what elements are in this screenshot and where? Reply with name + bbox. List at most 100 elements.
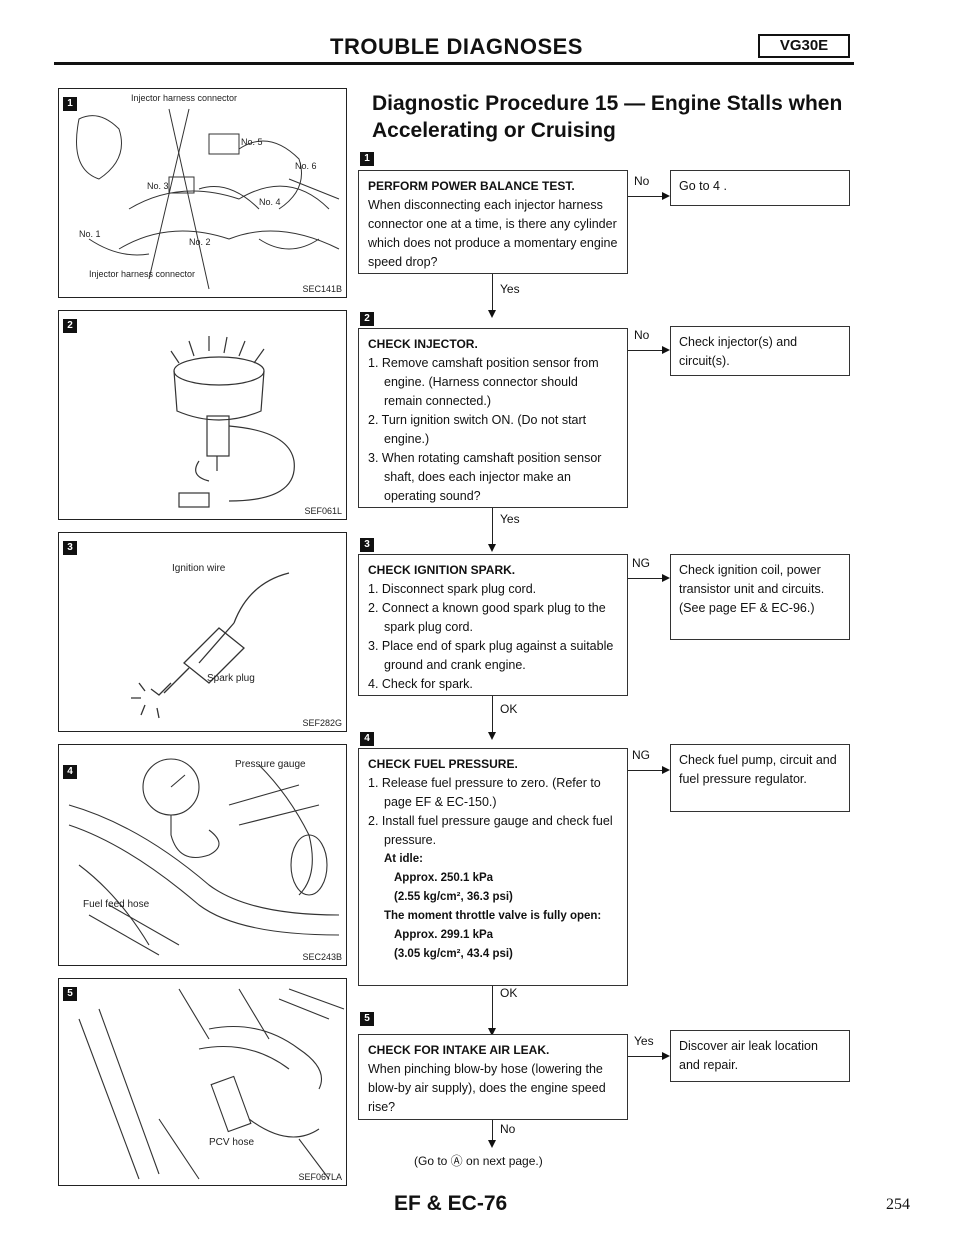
step-box-power-balance: PERFORM POWER BALANCE TEST. When disconn… [358,170,628,274]
side-arrow [662,346,670,354]
step-item: 3. Place end of spark plug against a sui… [368,639,614,672]
label-spark-plug: Spark plug [207,673,255,684]
figure-pcv-hose: 5 PCV hose SEF067LA [58,978,347,1186]
spark-plug-illustration [131,572,290,719]
side-label: NG [632,556,650,570]
side-label: No [634,328,650,342]
label-injector-harness-connector-top: Injector harness connector [131,93,238,103]
result-box: Go to 4 . [670,170,850,206]
result-box: Discover air leak location and repair. [670,1030,850,1082]
spec-heading-full-open: The moment throttle valve is fully open: [384,910,602,922]
fuel-pressure-illustration [68,758,340,956]
step-item: 3. When rotating camshaft position senso… [368,451,602,503]
side-connector [628,1056,662,1057]
down-arrow [488,1140,496,1148]
section-reference: EF & EC-76 [394,1192,508,1215]
spec-value-idle-kpa: Approx. 250.1 kPa [394,872,494,884]
figure-code: SEF061L [304,506,342,516]
figure-code: SEF067LA [298,1172,342,1182]
figure-camshaft-sensor: 2 SEF061L [58,310,347,520]
down-label: OK [500,986,518,1000]
figure-ignition-spark: 3 Ignition wire Spark plug SEF282G [58,532,347,732]
side-label: Yes [634,1034,654,1048]
step-marker: 5 [360,1012,374,1026]
step-heading: PERFORM POWER BALANCE TEST. [368,179,575,193]
injector-harness-illustration [76,108,340,290]
step-box-fuel-pressure: CHECK FUEL PRESSURE. 1. Release fuel pre… [358,748,628,986]
step-box-check-injector: CHECK INJECTOR. 1. Remove camshaft posit… [358,328,628,508]
side-label: No [634,174,650,188]
side-arrow [662,192,670,200]
down-arrow [488,310,496,318]
side-connector [628,196,662,197]
step-marker: 1 [360,152,374,166]
down-arrow [488,732,496,740]
side-connector [628,770,662,771]
figure-fuel-pressure: 4 Pressure gauge Fuel feed hose SEC243B [58,744,347,966]
page-number: 254 [886,1196,910,1213]
figure-code: SEF282G [302,718,342,728]
label-no-6: No. 6 [295,161,317,171]
side-arrow [662,1052,670,1060]
next-page-note: (Go to Ⓐ on next page.) [414,1154,543,1168]
step-item: 1. Release fuel pressure to zero. (Refer… [368,776,601,809]
result-box: Check injector(s) and circuit(s). [670,326,850,376]
down-connector [492,508,493,546]
spec-heading-idle: At idle: [384,853,423,865]
step-marker: 4 [360,732,374,746]
down-label: OK [500,702,518,716]
header-rule [54,62,854,65]
down-connector [492,1120,493,1142]
down-label: Yes [500,512,520,526]
step-box-ignition-spark: CHECK IGNITION SPARK. 1. Disconnect spar… [358,554,628,696]
label-no-3: No. 3 [147,181,169,191]
step-item: 1. Disconnect spark plug cord. [368,582,537,596]
step-heading: CHECK FUEL PRESSURE. [368,757,518,771]
down-arrow [488,1028,496,1036]
spec-value-full-kpa: Approx. 299.1 kPa [394,929,494,941]
figure-marker: 4 [63,765,77,779]
figure-injector-harness: 1 Injector harness connector No. 5 No. 6… [58,88,347,298]
figure-marker: 1 [63,97,77,111]
figure-marker: 5 [63,987,77,1001]
step-body: When disconnecting each injector harness… [368,198,618,269]
step-marker: 3 [360,538,374,552]
side-connector [628,578,662,579]
page-header-title: TROUBLE DIAGNOSES [330,34,583,59]
figure-marker: 3 [63,541,77,555]
figure-code: SEC243B [302,952,342,962]
down-connector [492,696,493,734]
label-injector-harness-connector-bottom: Injector harness connector [89,269,196,279]
step-heading: CHECK FOR INTAKE AIR LEAK. [368,1043,550,1057]
step-item: 4. Check for spark. [368,677,473,691]
step-item: 2. Install fuel pressure gauge and check… [368,814,613,847]
down-label: No [500,1122,516,1136]
pcv-hose-illustration [78,988,345,1180]
side-arrow [662,574,670,582]
down-arrow [488,544,496,552]
down-connector [492,274,493,312]
step-item: 2. Turn ignition switch ON. (Do not star… [368,413,587,446]
label-no-5: No. 5 [241,137,263,147]
label-pressure-gauge: Pressure gauge [235,759,306,770]
down-label: Yes [500,282,520,296]
label-no-4: No. 4 [259,197,281,207]
step-marker: 2 [360,312,374,326]
side-arrow [662,766,670,774]
label-fuel-feed-hose: Fuel feed hose [83,899,150,910]
step-box-intake-air-leak: CHECK FOR INTAKE AIR LEAK. When pinching… [358,1034,628,1120]
step-heading: CHECK IGNITION SPARK. [368,563,516,577]
side-label: NG [632,748,650,762]
engine-tag: VG30E [758,34,850,58]
spec-value-idle-psi: (2.55 kg/cm², 36.3 psi) [394,891,513,903]
label-no-1: No. 1 [79,229,101,239]
step-body: When pinching blow-by hose (lowering the… [368,1062,606,1114]
figure-marker: 2 [63,319,77,333]
camshaft-sensor-illustration [170,336,295,508]
down-connector [492,986,493,1030]
procedure-title: Diagnostic Procedure 15 — Engine Stalls … [372,92,843,142]
spec-value-full-psi: (3.05 kg/cm², 43.4 psi) [394,948,513,960]
result-box: Check fuel pump, circuit and fuel pressu… [670,744,850,812]
step-item: 1. Remove camshaft position sensor from … [368,356,599,408]
label-no-2: No. 2 [189,237,211,247]
